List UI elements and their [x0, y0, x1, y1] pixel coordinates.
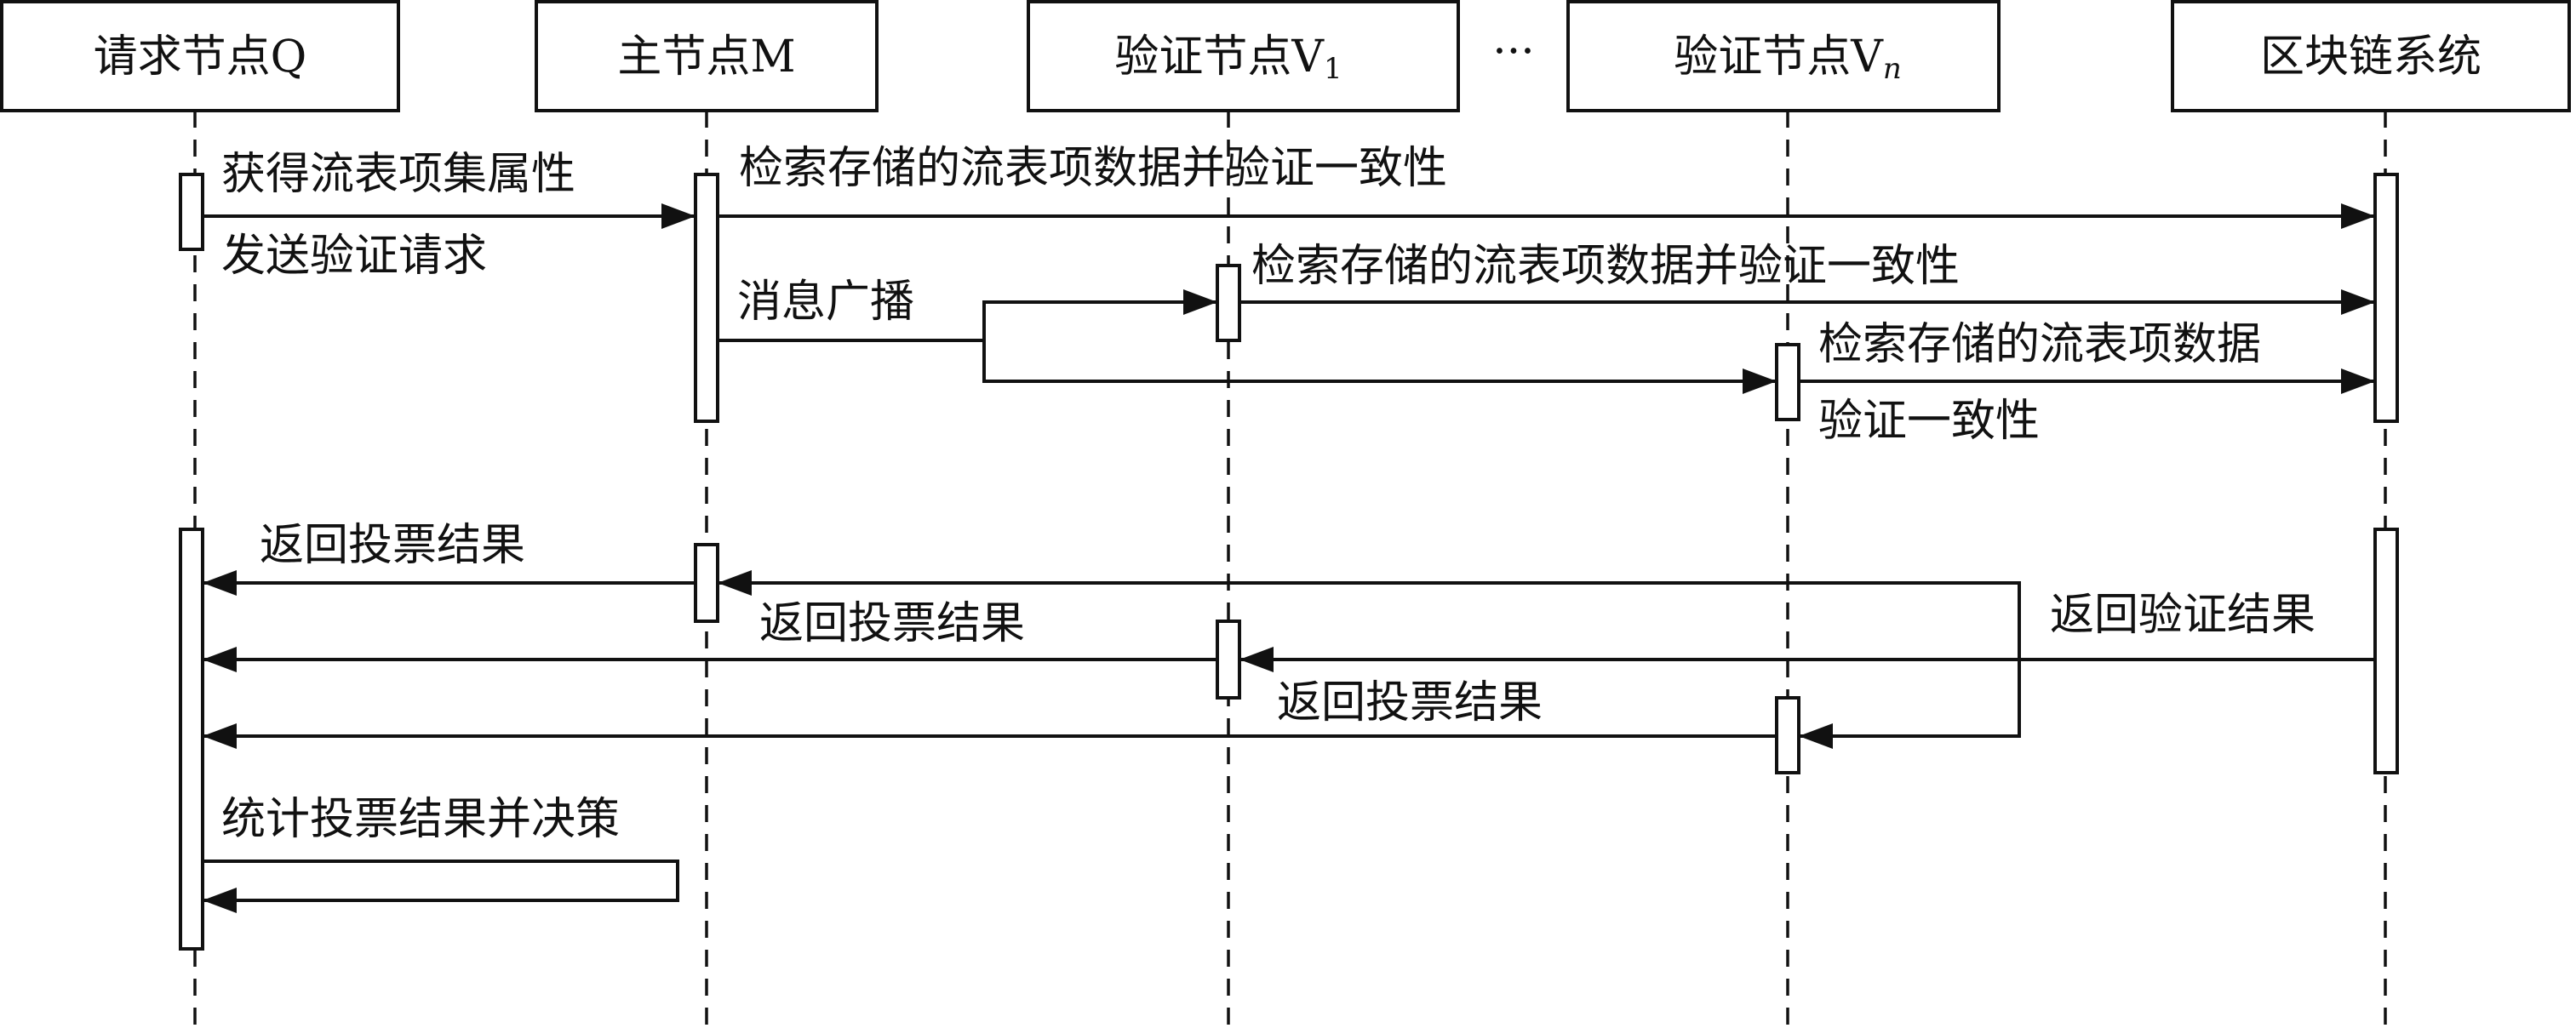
activation-v1-1: [1216, 264, 1241, 342]
label-verify-result: 返回验证结果: [2050, 590, 2316, 641]
label-v1-retrieve: 检索存储的流表项数据并验证一致性: [1251, 241, 1960, 292]
label-m-retrieve: 检索存储的流表项数据并验证一致性: [739, 143, 1447, 194]
participant-v1-subscript: 1: [1324, 52, 1342, 86]
participant-vn-label: 验证节点Vn: [1674, 31, 1901, 86]
activation-v1-2: [1216, 620, 1241, 700]
activation-m-1: [694, 173, 719, 423]
participant-q-label: 请求节点Q: [94, 31, 307, 83]
label-get-attr: 获得流表项集属性: [221, 149, 575, 200]
arrow-q-self-tally: [203, 860, 679, 913]
activation-vn-1: [1775, 343, 1800, 421]
arrow-bc-to-vn-result: [1799, 660, 2021, 749]
activation-vn-2: [1775, 696, 1800, 774]
participant-q-box: [0, 0, 400, 112]
participant-bc-box: [2171, 0, 2571, 112]
participant-bc-label: 区块链系统: [2260, 31, 2482, 83]
participant-m-label: 主节点M: [617, 31, 795, 83]
participant-v1-box: [1027, 0, 1460, 112]
participant-ellipsis: ···: [1492, 26, 1535, 77]
label-vn-retrieve-line1: 检索存储的流表项数据: [1818, 319, 2261, 370]
participant-m-box: [535, 0, 879, 112]
participant-vn-subscript: n: [1883, 52, 1902, 86]
arrow-broadcast-to-v1: [718, 289, 1217, 342]
participant-v1-label: 验证节点V1: [1114, 31, 1342, 86]
label-broadcast: 消息广播: [737, 277, 914, 328]
label-tally: 统计投票结果并决策: [221, 794, 620, 845]
arrow-broadcast-to-vn: [982, 340, 1777, 394]
activation-bc-2: [2373, 528, 2399, 774]
participant-vn-name: 验证节点V: [1674, 31, 1884, 83]
participant-vn-box: [1566, 0, 2001, 112]
label-vn-retrieve-line2: 验证一致性: [1818, 396, 2040, 447]
activation-q-2: [179, 528, 204, 951]
label-vote-vn: 返回投票结果: [1277, 677, 1543, 728]
label-send-req: 发送验证请求: [221, 231, 487, 282]
participant-v1-name: 验证节点V: [1114, 31, 1325, 83]
activation-bc-1: [2373, 173, 2399, 423]
label-vote-m: 返回投票结果: [260, 520, 525, 571]
activation-q-1: [179, 173, 204, 251]
label-vote-v1: 返回投票结果: [759, 598, 1025, 649]
activation-m-2: [694, 543, 719, 623]
arrow-bc-to-m-result: [718, 570, 2021, 660]
